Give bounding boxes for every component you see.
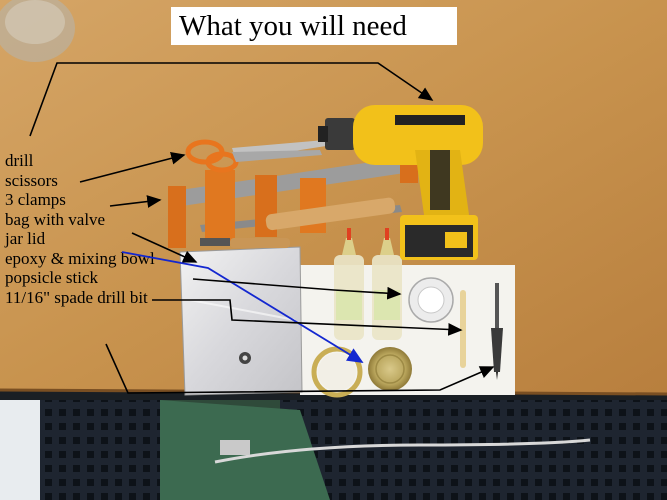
spade-drill-bit bbox=[491, 283, 503, 380]
label-bag-with-valve: bag with valve bbox=[5, 209, 106, 229]
label-drill: drill bbox=[5, 151, 34, 170]
arrow-epoxy bbox=[192, 278, 402, 300]
arrow-spade-bit bbox=[105, 343, 495, 394]
page-title: What you will need bbox=[171, 7, 457, 45]
scissors bbox=[185, 139, 326, 173]
label-popsicle-stick: popsicle stick bbox=[5, 268, 99, 287]
label-scissors: scissors bbox=[5, 170, 58, 190]
arrow-popsicle-stick bbox=[152, 299, 463, 336]
label-jar-lid: jar lid bbox=[5, 229, 46, 248]
arrow-jar-lid bbox=[121, 251, 364, 363]
jar-lid-ring bbox=[311, 346, 363, 398]
label-spade-drill-bit: 11/16" spade drill bit bbox=[5, 287, 148, 307]
arrow-drill bbox=[29, 62, 434, 137]
storage-crate bbox=[0, 400, 667, 500]
arrow-scissors bbox=[79, 152, 186, 183]
popsicle-stick bbox=[460, 290, 466, 368]
label-clamps: 3 clamps bbox=[5, 190, 66, 209]
jar-lid bbox=[368, 347, 412, 391]
label-list: drill scissors 3 clamps bag with valve j… bbox=[5, 151, 205, 307]
cordless-drill bbox=[318, 105, 483, 260]
arrow-clamps bbox=[109, 195, 162, 208]
arrow-bag bbox=[131, 232, 198, 263]
label-epoxy: epoxy & mixing bowl bbox=[5, 248, 155, 268]
